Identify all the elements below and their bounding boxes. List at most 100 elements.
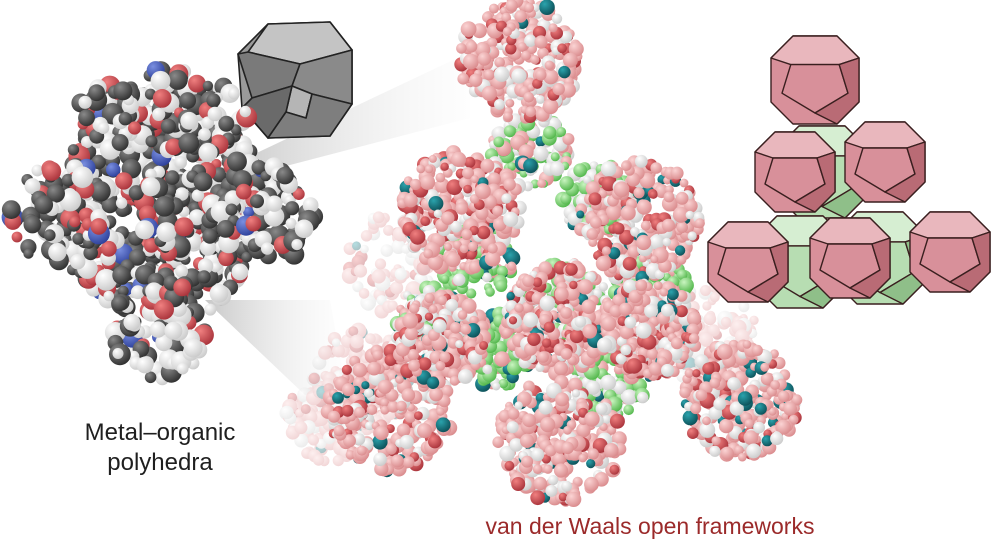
atom-sphere — [533, 146, 549, 162]
atom-sphere — [353, 264, 368, 278]
atom-sphere — [115, 197, 128, 209]
atom-sphere — [31, 164, 44, 177]
atom-sphere — [416, 261, 431, 276]
atom-sphere — [198, 127, 211, 141]
atom-sphere — [480, 158, 495, 173]
atom-sphere — [332, 344, 345, 358]
atom-sphere — [494, 99, 505, 110]
atom-sphere — [524, 2, 535, 13]
atom-sphere — [539, 0, 555, 15]
atom-sphere — [462, 167, 474, 180]
atom-sphere — [156, 222, 177, 243]
atom-sphere — [285, 201, 300, 216]
atom-sphere — [466, 288, 477, 299]
atom-sphere — [463, 184, 473, 194]
atom-sphere — [165, 170, 180, 185]
atom-sphere — [294, 219, 314, 239]
grey-polyhedron-icon — [237, 21, 353, 139]
atom-sphere — [42, 161, 62, 181]
atom-sphere — [507, 162, 516, 171]
atom-sphere — [291, 239, 303, 251]
atom-sphere — [544, 60, 554, 70]
atom-sphere — [583, 175, 592, 184]
atom-sphere — [394, 268, 407, 280]
atom-sphere — [250, 194, 264, 209]
atom-sphere — [749, 315, 759, 325]
atom-sphere — [106, 162, 121, 177]
atom-sphere — [218, 115, 235, 132]
atom-sphere — [549, 161, 565, 176]
atom-sphere — [46, 184, 65, 203]
atom-sphere — [216, 220, 235, 238]
atom-sphere — [387, 300, 398, 311]
atom-sphere — [455, 202, 468, 215]
atom-sphere — [111, 295, 128, 312]
atom-sphere — [43, 229, 56, 242]
mop-caption: Metal–organic polyhedra — [60, 418, 260, 478]
atom-sphere — [488, 3, 499, 14]
atom-sphere — [235, 183, 252, 200]
atom-sphere — [557, 43, 567, 54]
atom-sphere — [505, 43, 517, 55]
atom-sphere — [145, 135, 158, 148]
atom-sphere — [501, 193, 512, 204]
atom-sphere — [135, 220, 155, 240]
atom-sphere — [507, 360, 522, 376]
atom-sphere — [24, 178, 41, 195]
metal-organic-polyhedron-model — [1, 61, 324, 386]
atom-sphere — [524, 34, 537, 47]
atom-sphere — [352, 241, 361, 251]
atom-sphere — [175, 264, 189, 278]
atom-sphere — [23, 248, 34, 259]
atom-sphere — [523, 158, 538, 174]
atom-sphere — [174, 217, 194, 237]
atom-sphere — [308, 434, 319, 446]
atom-sphere — [145, 282, 163, 300]
atom-sphere — [197, 270, 211, 284]
atom-sphere — [78, 95, 92, 109]
atom-sphere — [380, 244, 394, 257]
atom-sphere — [423, 248, 434, 259]
atom-sphere — [226, 151, 247, 172]
atom-sphere — [483, 69, 495, 81]
atom-sphere — [409, 229, 426, 245]
atom-sphere — [702, 301, 712, 311]
atom-sphere — [83, 245, 98, 261]
atom-sphere — [459, 244, 469, 254]
atom-sphere — [536, 95, 545, 104]
atom-sphere — [427, 254, 443, 271]
atom-sphere — [559, 176, 574, 191]
atom-sphere — [560, 82, 576, 98]
atom-sphere — [441, 274, 450, 284]
atom-sphere — [482, 272, 492, 283]
atom-sphere — [443, 242, 453, 251]
atom-sphere — [207, 106, 223, 122]
atom-sphere — [72, 232, 85, 245]
atom-sphere — [261, 242, 274, 255]
atom-sphere — [365, 333, 376, 344]
atom-sphere — [312, 454, 325, 466]
atom-sphere — [492, 382, 501, 391]
atom-sphere — [573, 163, 588, 178]
atom-sphere — [416, 164, 426, 174]
atom-sphere — [305, 411, 318, 423]
atom-sphere — [209, 283, 229, 303]
mop-caption-line2: polyhedra — [107, 449, 213, 476]
atom-sphere — [188, 209, 205, 226]
atom-sphere — [130, 285, 145, 300]
atom-sphere — [128, 121, 142, 135]
atom-sphere — [302, 197, 319, 214]
atom-sphere — [145, 168, 157, 181]
atom-sphere — [318, 345, 333, 360]
atom-sphere — [141, 177, 161, 197]
atom-sphere — [707, 324, 720, 337]
atom-sphere — [487, 172, 501, 186]
atom-sphere — [199, 239, 217, 256]
atom-sphere — [390, 281, 404, 295]
atom-sphere — [534, 35, 548, 49]
atom-sphere — [543, 126, 557, 140]
atom-sphere — [523, 92, 535, 103]
atom-sphere — [97, 122, 110, 134]
atom-sphere — [623, 404, 634, 416]
